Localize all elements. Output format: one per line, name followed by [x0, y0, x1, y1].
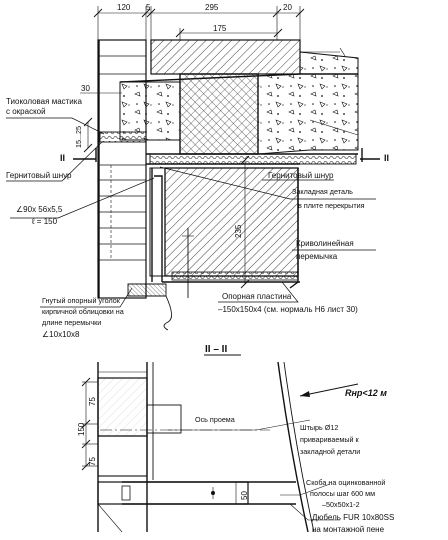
- section-mark-right: II: [384, 153, 389, 163]
- dim-150: 150: [77, 422, 86, 436]
- plan-section: II – II 75 150 75: [77, 344, 394, 534]
- label-gernit-right: Гернитовый шнур: [268, 171, 334, 180]
- label-angle-len: ℓ = 150: [31, 217, 58, 226]
- top-leaders: [6, 117, 376, 308]
- label-plate-2: –150x150x4 (см. нормаль Н6 лист 30): [218, 305, 358, 314]
- section-title: II – II: [205, 344, 227, 355]
- label-bent-1: Гнутый опорный уголок: [42, 296, 121, 305]
- bracket-strip: 50: [97, 481, 296, 533]
- label-bracket-1: Скоба на оцинкованной: [306, 478, 385, 487]
- concrete-band: [119, 73, 359, 155]
- dim-20: 20: [283, 3, 292, 12]
- plan-left-dims: 75 150 75: [77, 377, 98, 471]
- label-mastic-2: с окраской: [6, 107, 46, 116]
- label-dowel-2: на монтажной пене: [312, 525, 385, 534]
- dim-75-top: 75: [88, 397, 97, 406]
- label-pin-3: закладной детали: [300, 447, 360, 456]
- dim-75-bottom: 75: [88, 457, 97, 466]
- dim-120: 120: [117, 3, 131, 12]
- dim-235-group: 235: [234, 155, 250, 289]
- label-radius: Rнр<12 м: [345, 388, 387, 398]
- label-bracket-2: полосы шаг 600 мм: [310, 489, 375, 498]
- label-bent-2: кирпичной облицовки на: [42, 307, 124, 316]
- label-pin-1: Штырь Ø12: [300, 423, 338, 432]
- label-axis: Ось проема: [195, 415, 235, 424]
- insulation-layer: [99, 131, 358, 165]
- top-section: 120 5 295 20 175: [6, 3, 389, 339]
- label-plate-1: Опорная пластина: [222, 292, 292, 301]
- label-lintel-2: перемычка: [296, 252, 338, 261]
- dim-left-group: 30 15...25: [74, 84, 122, 153]
- brick-cladding: [97, 39, 147, 299]
- label-bent-4: ∠10x10x8: [42, 330, 80, 339]
- floor-slab: [150, 39, 359, 75]
- dim-30: 30: [81, 84, 90, 93]
- label-embedded-1: Закладная деталь: [292, 187, 353, 196]
- label-angle-spec: ∠90x 56x5,5: [16, 205, 63, 214]
- label-bracket-3: –50x50x1-2: [322, 500, 360, 509]
- dim-175: 175: [213, 24, 227, 33]
- section-mark-left: II: [60, 153, 65, 163]
- curved-lintel: [127, 167, 300, 331]
- label-dowel-1: Дюбель FUR 10x80SS: [312, 513, 394, 522]
- dim-235: 235: [234, 224, 243, 238]
- label-embedded-2: в плите перекрытия: [298, 201, 365, 210]
- top-dimension-chain: 120 5 295 20 175: [93, 3, 305, 40]
- dim-15-25: 15...25: [74, 126, 83, 148]
- label-bent-3: длине перемычки: [42, 318, 101, 327]
- label-gernit-left: Гернитовый шнур: [6, 171, 72, 180]
- label-pin-2: привариваемый к: [300, 435, 360, 444]
- label-mastic-1: Тиоколовая мастика: [6, 97, 82, 106]
- dim-5: 5: [146, 3, 151, 12]
- dim-295: 295: [205, 3, 219, 12]
- dim-50: 50: [240, 491, 249, 500]
- label-lintel-1: Криволинейная: [296, 239, 354, 248]
